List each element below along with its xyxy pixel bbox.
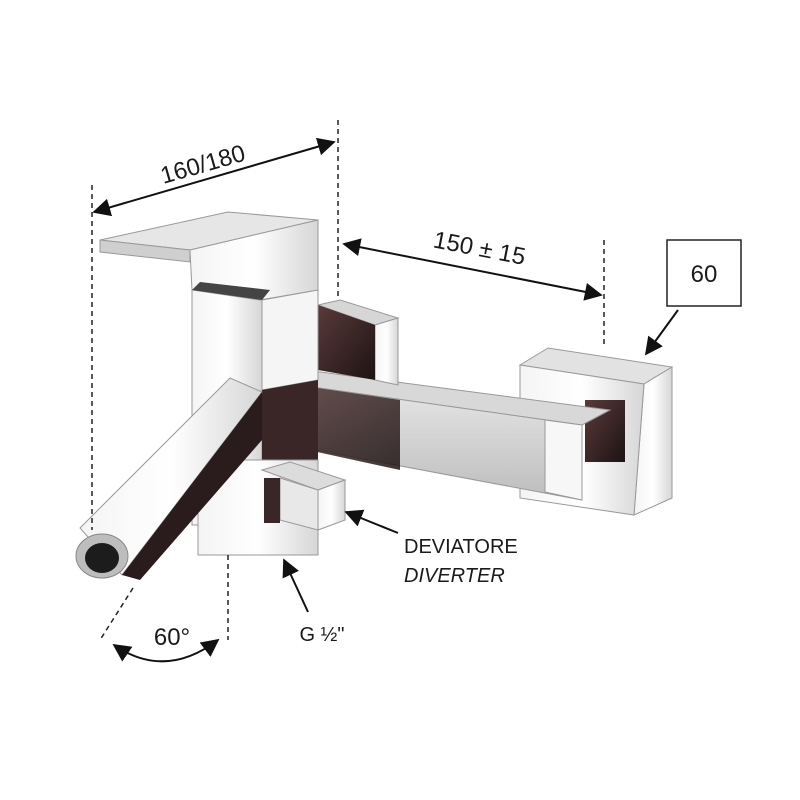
diverter-label-en: DIVERTER: [404, 565, 505, 587]
diverter-leader-arrow: [344, 509, 399, 534]
angle-spout-line: [99, 587, 134, 641]
faucet-illustration: [75, 211, 674, 580]
dimension-arrow-centers: [342, 238, 603, 301]
diverter-callout: DEVIATORE DIVERTER: [344, 509, 518, 587]
box-value-label: 60: [691, 261, 718, 288]
left-wall-connector: [316, 299, 400, 386]
swivel-spout: [75, 377, 263, 580]
angle-arc-arrow: [112, 638, 220, 663]
swivel-angle: 60°: [99, 555, 229, 663]
connection-callout: G ½": [282, 558, 345, 646]
connection-leader-arrow: [282, 558, 309, 613]
dimension-arrow-spout: [92, 137, 336, 217]
diverter-knob: [260, 461, 347, 531]
dimension-box: 60: [644, 239, 742, 356]
diverter-label-it: DEVIATORE: [404, 536, 518, 558]
box-leader-arrow: [644, 309, 679, 356]
lever-handle: [99, 211, 319, 301]
spout-length-label: 160/180: [158, 140, 249, 190]
swivel-angle-label: 60°: [154, 624, 190, 651]
connection-label: G ½": [300, 624, 345, 646]
